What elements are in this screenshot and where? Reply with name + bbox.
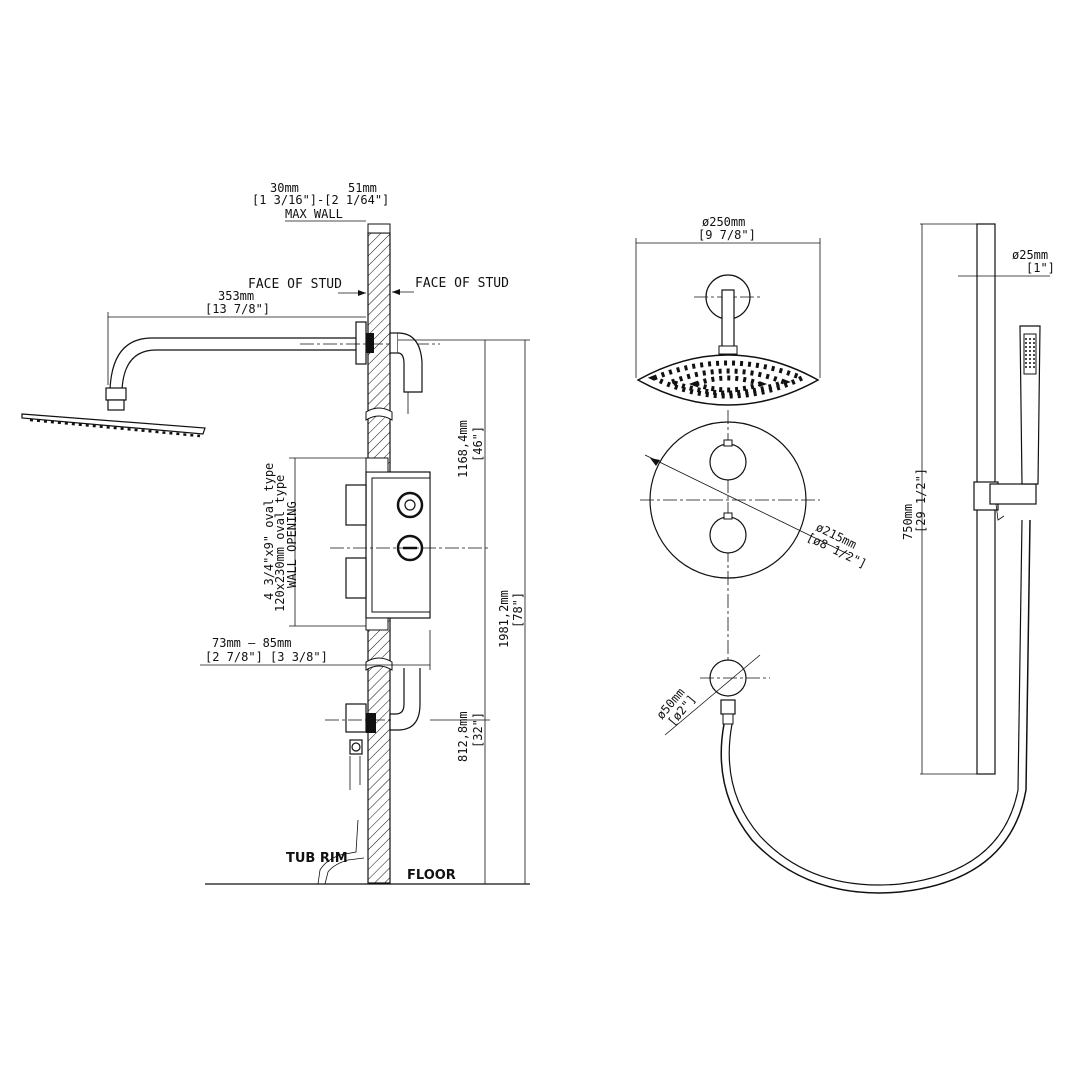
valve-depth-in: [2 7/8"] [3 3/8"] bbox=[205, 650, 328, 664]
outlet-elbow-front: ø50mm [ø2"] bbox=[654, 654, 770, 736]
head-diameter-dimension: ø250mm [9 7/8"] bbox=[635, 215, 821, 378]
face-of-stud-right-label: FACE OF STUD bbox=[415, 276, 509, 291]
rail-length-mm: 750mm bbox=[901, 504, 915, 540]
rail-length-in: [29 1/2"] bbox=[914, 468, 928, 533]
tub-rim-label: TUB RIM bbox=[286, 851, 348, 866]
trim-plate bbox=[640, 410, 820, 660]
max-wall-label: MAX WALL bbox=[285, 207, 343, 221]
height-dimensions: 1168,4mm [46"] 1981,2mm [78"] 812,8mm [3… bbox=[398, 339, 530, 884]
valve-depth-mm: 73mm — 85mm bbox=[212, 636, 291, 650]
face-of-stud-left-label: FACE OF STUD bbox=[248, 277, 342, 292]
rail-dia-in: [1"] bbox=[1026, 261, 1055, 275]
diverter-handle[interactable] bbox=[709, 516, 747, 554]
wall-opening-dimension: 4 3/4"x9" oval type 120x230mm oval type … bbox=[262, 457, 368, 627]
wall-opening-line2: 120x230mm oval type bbox=[273, 475, 287, 612]
height-total-in: [78"] bbox=[511, 592, 525, 628]
arm-flange-front bbox=[694, 274, 762, 355]
height-total-mm: 1981,2mm bbox=[497, 590, 511, 648]
head-dia-in: [9 7/8"] bbox=[698, 228, 756, 242]
front-view: ø250mm [9 7/8"] bbox=[635, 215, 1031, 894]
floor-label: FLOOR bbox=[407, 868, 456, 883]
wall-range-in: [1 3/16"]-[2 1/64"] bbox=[252, 193, 389, 207]
wall-opening-line1: 4 3/4"x9" oval type bbox=[262, 463, 276, 600]
arm-length-in: [13 7/8"] bbox=[205, 302, 270, 316]
side-shower-head bbox=[21, 387, 206, 438]
shower-hose bbox=[720, 519, 1031, 894]
valve-body bbox=[330, 457, 488, 631]
front-shower-head bbox=[636, 354, 820, 406]
slide-rail-view: 750mm [29 1/2"] ø25mm [1"] bbox=[901, 223, 1055, 775]
hand-shower bbox=[1019, 325, 1041, 485]
head-dia-mm: ø250mm bbox=[702, 215, 745, 229]
valve-depth-dimension: 73mm — 85mm [2 7/8"] [3 3/8"] bbox=[200, 630, 431, 670]
lower-outlet bbox=[325, 668, 421, 790]
height-arm-mm: 1168,4mm bbox=[456, 420, 470, 478]
wall-max-mm: 51mm bbox=[348, 181, 377, 195]
upper-supply-elbow bbox=[389, 332, 423, 414]
height-arm-in: [46"] bbox=[471, 426, 485, 462]
temperature-handle[interactable] bbox=[709, 443, 747, 481]
side-section-view: 30mm 51mm [1 3/16"]-[2 1/64"] MAX WALL F… bbox=[21, 181, 530, 885]
rail-dia-mm: ø25mm bbox=[1012, 248, 1048, 262]
arm-length-mm: 353mm bbox=[218, 289, 254, 303]
height-outlet-in: [32"] bbox=[471, 712, 485, 748]
tub-rim: TUB RIM bbox=[286, 819, 365, 885]
height-outlet-mm: 812,8mm bbox=[456, 711, 470, 762]
wall-min-mm: 30mm bbox=[270, 181, 299, 195]
wall-thickness-dimension: 30mm 51mm [1 3/16"]-[2 1/64"] MAX WALL bbox=[252, 181, 389, 222]
wall-opening-line3: WALL OPENING bbox=[285, 501, 299, 588]
slider-bracket[interactable] bbox=[973, 481, 1037, 521]
arm-length-dimension: 353mm [13 7/8"] bbox=[107, 289, 366, 385]
